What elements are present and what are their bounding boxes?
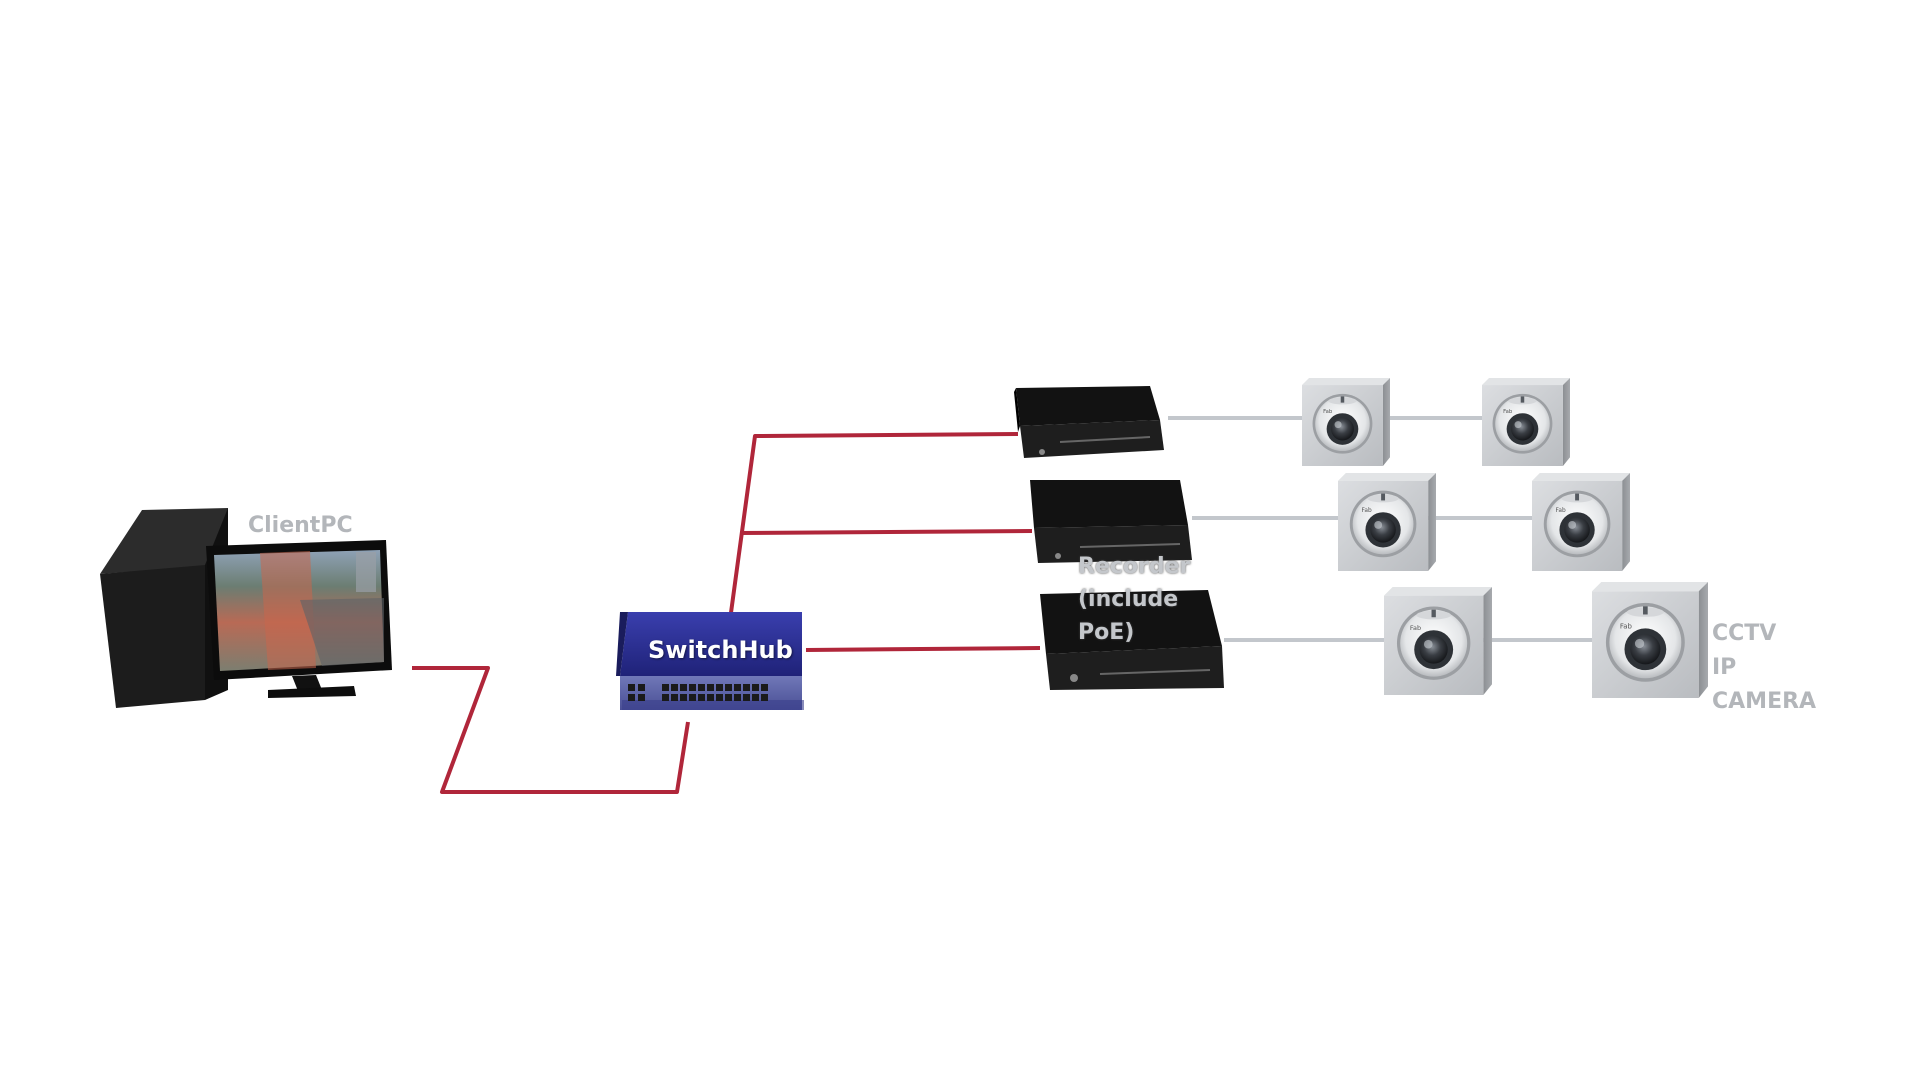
switch-port [761, 684, 768, 691]
cable-switch-to-recorder-2 [739, 529, 1033, 535]
client-pc-icon [100, 508, 392, 708]
client-pc-label: ClientPC [248, 513, 353, 538]
switch-port [716, 684, 723, 691]
nvr-recorder-icon [1040, 590, 1224, 690]
switch-port [689, 684, 696, 691]
switch-uplink-port [638, 684, 645, 691]
switch-port [680, 694, 687, 701]
camera-group [1302, 378, 1708, 698]
switch-hub-label: SwitchHub [648, 636, 793, 664]
dome-camera-icon [1482, 378, 1570, 466]
switch-port [725, 694, 732, 701]
switch-port [662, 694, 669, 701]
dome-camera-icon [1532, 473, 1630, 571]
dome-camera-icon [1302, 378, 1390, 466]
switch-uplink-port [628, 694, 635, 701]
cable-switch-to-recorder-1 [728, 432, 1019, 621]
switch-port [743, 694, 750, 701]
switch-uplink-port [638, 694, 645, 701]
switch-port [707, 694, 714, 701]
switch-uplink-port [628, 684, 635, 691]
switch-port [725, 684, 732, 691]
switch-port [698, 684, 705, 691]
switch-port [671, 694, 678, 701]
switch-port [707, 684, 714, 691]
switch-port [671, 684, 678, 691]
switch-port [689, 694, 696, 701]
nvr-recorder-icon [1014, 386, 1164, 458]
switch-port [752, 694, 759, 701]
cable-switch-to-recorder-3 [805, 646, 1041, 652]
switch-ports [628, 684, 768, 701]
switch-port [734, 694, 741, 701]
dome-camera-icon [1384, 587, 1492, 695]
switch-port [716, 694, 723, 701]
switch-port [743, 684, 750, 691]
switch-port [680, 684, 687, 691]
dome-camera-icon [1592, 582, 1708, 698]
network-cables [412, 432, 1041, 794]
camera-label: CCTV IP CAMERA [1712, 621, 1817, 714]
switch-port [761, 694, 768, 701]
network-switch-icon [616, 612, 804, 710]
nvr-recorder-icon [1030, 480, 1192, 563]
switch-port [698, 694, 705, 701]
cable-pc-to-switch [412, 666, 690, 794]
switch-port [752, 684, 759, 691]
recorder-label: Recorder (include PoE) [1078, 554, 1191, 645]
switch-port [734, 684, 741, 691]
switch-port [662, 684, 669, 691]
dome-camera-icon [1338, 473, 1436, 571]
